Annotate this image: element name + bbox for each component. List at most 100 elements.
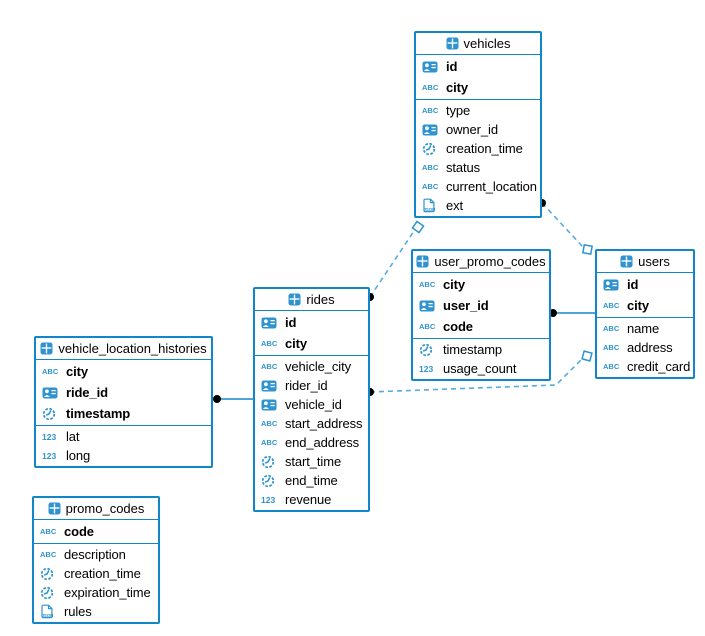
field-label: usage_count bbox=[443, 361, 517, 376]
field-label: address bbox=[627, 340, 673, 355]
field-row-rider_id[interactable]: rider_id bbox=[255, 376, 368, 395]
field-row-creation_time[interactable]: creation_time bbox=[416, 139, 540, 158]
timestamp-icon bbox=[419, 343, 438, 357]
field-label: lat bbox=[66, 429, 80, 444]
field-label: end_time bbox=[285, 473, 338, 488]
field-label: rider_id bbox=[285, 378, 328, 393]
number-type-icon: 123 bbox=[42, 431, 57, 442]
field-row-address[interactable]: ABC address bbox=[597, 338, 693, 357]
field-label: vehicle_id bbox=[285, 397, 342, 412]
table-icon bbox=[40, 342, 53, 355]
field-label: city bbox=[446, 80, 469, 95]
uuid-icon bbox=[42, 387, 61, 399]
field-label: rules bbox=[64, 604, 92, 619]
field-label: ext bbox=[446, 198, 464, 213]
field-row-expiration_time[interactable]: expiration_time bbox=[34, 583, 158, 602]
field-label: start_time bbox=[285, 454, 342, 469]
field-label: long bbox=[66, 448, 91, 463]
field-row-user_id[interactable]: user_id bbox=[413, 295, 549, 316]
table-header-user_promo_codes[interactable]: user_promo_codes bbox=[413, 251, 549, 273]
timestamp-icon bbox=[261, 455, 280, 469]
relation-vehicles-users[interactable] bbox=[541, 202, 584, 248]
text-type-icon: ABC bbox=[422, 182, 439, 191]
table-name: rides bbox=[306, 292, 335, 307]
relation-rides-users[interactable] bbox=[369, 358, 583, 393]
field-label: id bbox=[285, 315, 297, 330]
field-row-id[interactable]: id bbox=[255, 312, 368, 333]
field-label: code bbox=[64, 524, 94, 539]
field-row-id[interactable]: id bbox=[597, 274, 693, 295]
relation-rides-vehicles[interactable] bbox=[369, 230, 415, 298]
field-row-timestamp[interactable]: timestamp bbox=[413, 340, 549, 359]
field-row-start_time[interactable]: start_time bbox=[255, 452, 368, 471]
uuid-icon bbox=[422, 124, 441, 136]
field-label: credit_card bbox=[627, 359, 691, 374]
field-label: id bbox=[446, 59, 458, 74]
field-row-end_time[interactable]: end_time bbox=[255, 471, 368, 490]
field-row-vehicle_id[interactable]: vehicle_id bbox=[255, 395, 368, 414]
field-row-id[interactable]: id bbox=[416, 56, 540, 77]
relation-endpoint-dot bbox=[213, 395, 221, 403]
field-row-lat[interactable]: 123 lat bbox=[36, 427, 211, 446]
field-row-creation_time[interactable]: creation_time bbox=[34, 564, 158, 583]
table-header-promo_codes[interactable]: promo_codes bbox=[34, 498, 158, 520]
table-name: vehicle_location_histories bbox=[58, 341, 207, 356]
field-row-current_location[interactable]: ABC current_location bbox=[416, 177, 540, 196]
field-label: city bbox=[285, 336, 308, 351]
table-header-vehicle_location_histories[interactable]: vehicle_location_histories bbox=[36, 338, 211, 360]
field-row-ride_id[interactable]: ride_id bbox=[36, 382, 211, 403]
table-header-users[interactable]: users bbox=[597, 251, 693, 273]
field-label: current_location bbox=[446, 179, 537, 194]
table-header-rides[interactable]: rides bbox=[255, 289, 368, 311]
text-type-icon: ABC bbox=[603, 343, 620, 352]
field-row-timestamp[interactable]: timestamp bbox=[36, 403, 211, 424]
timestamp-icon bbox=[42, 407, 61, 421]
text-type-icon: ABC bbox=[40, 527, 57, 536]
uuid-icon bbox=[261, 380, 280, 392]
timestamp-icon bbox=[40, 567, 59, 581]
field-row-credit_card[interactable]: ABC credit_card bbox=[597, 357, 693, 376]
table-header-vehicles[interactable]: vehicles bbox=[416, 33, 540, 55]
text-type-icon: ABC bbox=[419, 322, 436, 331]
field-row-code[interactable]: ABC code bbox=[34, 521, 158, 542]
text-type-icon: ABC bbox=[40, 550, 57, 559]
field-label: revenue bbox=[285, 492, 332, 507]
timestamp-icon bbox=[40, 586, 59, 600]
timestamp-icon bbox=[261, 474, 280, 488]
text-type-icon: ABC bbox=[603, 362, 620, 371]
table-icon bbox=[446, 37, 459, 50]
field-row-owner_id[interactable]: owner_id bbox=[416, 120, 540, 139]
